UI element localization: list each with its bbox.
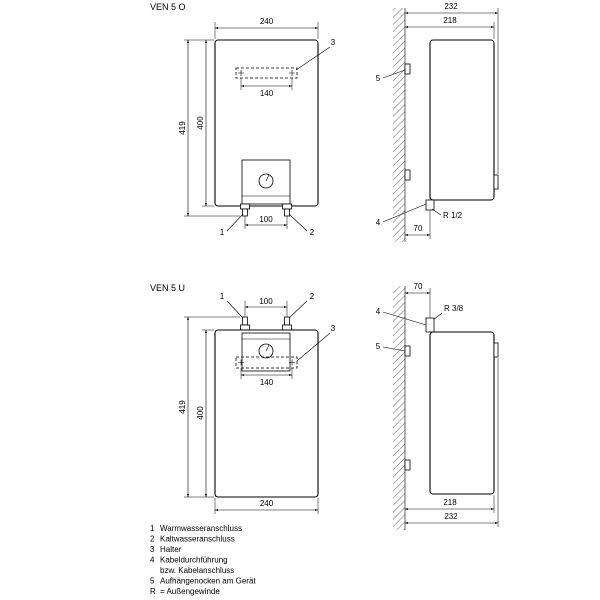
callout-holder: 3 bbox=[331, 38, 336, 47]
holder-mount-mark bbox=[289, 359, 295, 366]
front-view-bottom-variant: 1 2 100 140 3 419 bbox=[178, 292, 336, 514]
side-view-bottom-variant: 70 R 3/8 4 5 218 232 bbox=[376, 282, 499, 530]
mounting-cam bbox=[404, 169, 411, 181]
total-depth-label: 232 bbox=[444, 2, 458, 11]
callout-leader bbox=[226, 213, 244, 232]
body-height-label: 400 bbox=[196, 406, 205, 420]
legend-key: R bbox=[150, 587, 156, 596]
mounting-cam bbox=[404, 459, 411, 471]
legend-text: Kabeldurchführung bbox=[160, 556, 228, 565]
callout-hot-water: 1 bbox=[220, 228, 225, 237]
connector-offset-label: 70 bbox=[414, 282, 423, 291]
callout-cold-water: 2 bbox=[310, 228, 315, 237]
callout-mounting-cam: 5 bbox=[376, 74, 381, 83]
legend-text: = Außengewinde bbox=[160, 587, 220, 596]
cold-water-connector-nut bbox=[282, 324, 292, 331]
variant-title: VEN 5 U bbox=[150, 283, 185, 293]
holder-spacing-label: 140 bbox=[260, 89, 274, 98]
hot-water-connector-nut bbox=[240, 324, 250, 331]
callout-cable-entry: 4 bbox=[376, 307, 381, 316]
holder-mount-mark bbox=[238, 359, 244, 366]
cable-entry-connector bbox=[425, 199, 435, 211]
front-view-top-variant: 240 140 3 100 1 2 bbox=[178, 17, 336, 237]
wall-hatching bbox=[393, 8, 405, 242]
legend-text: Aufhängenocken am Gerät bbox=[160, 577, 256, 586]
callout-leader bbox=[432, 312, 443, 321]
callout-cable-entry: 4 bbox=[376, 218, 381, 227]
callout-hot-water: 1 bbox=[220, 292, 225, 301]
body-depth-label: 218 bbox=[443, 16, 457, 25]
side-protrusion bbox=[493, 342, 499, 358]
holder-dashed-outline bbox=[235, 67, 298, 79]
holder-dashed-outline bbox=[235, 356, 298, 369]
callout-leader bbox=[382, 346, 406, 352]
callout-cold-water: 2 bbox=[310, 292, 315, 301]
connector-spacing-label: 100 bbox=[259, 297, 273, 306]
cable-entry-connector bbox=[425, 317, 435, 333]
cold-water-connector-nut bbox=[282, 203, 292, 210]
callout-leader bbox=[382, 203, 427, 223]
holder-mount-mark bbox=[289, 70, 295, 76]
thread-label: R 3/8 bbox=[444, 304, 464, 313]
legend-text: Warmwasseranschluss bbox=[160, 524, 242, 533]
hot-water-connector-pipe bbox=[242, 316, 248, 326]
callout-leader bbox=[226, 300, 244, 319]
total-height-label: 419 bbox=[178, 400, 187, 414]
legend-text: bzw. Kabelanschluss bbox=[160, 566, 234, 575]
connector-offset-label: 70 bbox=[414, 224, 423, 233]
body-depth-label: 218 bbox=[443, 498, 457, 507]
callout-holder: 3 bbox=[331, 324, 336, 333]
callout-leader bbox=[296, 332, 331, 362]
variant-title: VEN 5 O bbox=[150, 2, 186, 12]
heater-body-side bbox=[429, 331, 495, 495]
body-height-label: 400 bbox=[196, 116, 205, 130]
wall-hatching bbox=[393, 286, 405, 530]
callout-leader bbox=[288, 300, 308, 319]
legend-key: 1 bbox=[150, 524, 155, 533]
heater-body-side bbox=[429, 39, 495, 201]
knob-pointer bbox=[265, 174, 270, 182]
holder-spacing-label: 140 bbox=[260, 378, 274, 387]
width-dimension-label: 240 bbox=[260, 499, 274, 508]
total-height-label: 419 bbox=[178, 121, 187, 135]
connector-spacing-label: 100 bbox=[259, 215, 273, 224]
legend-key: 2 bbox=[150, 535, 155, 544]
callout-leader bbox=[431, 208, 442, 216]
mounting-cam bbox=[404, 345, 411, 357]
cold-water-connector-pipe bbox=[284, 316, 290, 326]
side-view-top-variant: 232 218 R 1/2 70 4 5 bbox=[376, 2, 499, 242]
holder-mount-mark bbox=[238, 70, 244, 76]
callout-leader bbox=[382, 311, 427, 326]
callout-leader bbox=[295, 46, 331, 71]
hot-water-connector-nut bbox=[240, 203, 250, 210]
callout-mounting-cam: 5 bbox=[376, 342, 381, 351]
total-depth-label: 232 bbox=[444, 512, 458, 521]
legend-key: 5 bbox=[150, 577, 155, 586]
hot-water-connector-pipe bbox=[242, 208, 248, 217]
legend-key: 3 bbox=[150, 545, 155, 554]
callout-leader bbox=[288, 213, 308, 232]
legend-text: Halter bbox=[160, 545, 182, 554]
knob-pointer bbox=[265, 344, 270, 352]
callout-leader bbox=[382, 69, 406, 79]
legend-key: 4 bbox=[150, 556, 155, 565]
thread-label: R 1/2 bbox=[443, 211, 463, 220]
width-dimension-label: 240 bbox=[260, 17, 274, 26]
side-protrusion bbox=[493, 174, 499, 190]
cold-water-connector-pipe bbox=[284, 208, 290, 217]
legend-text: Kaltwasseranschluss bbox=[160, 535, 235, 544]
legend: 1 Warmwasseranschluss 2 Kaltwasseranschl… bbox=[150, 524, 256, 596]
mounting-cam bbox=[404, 63, 411, 75]
